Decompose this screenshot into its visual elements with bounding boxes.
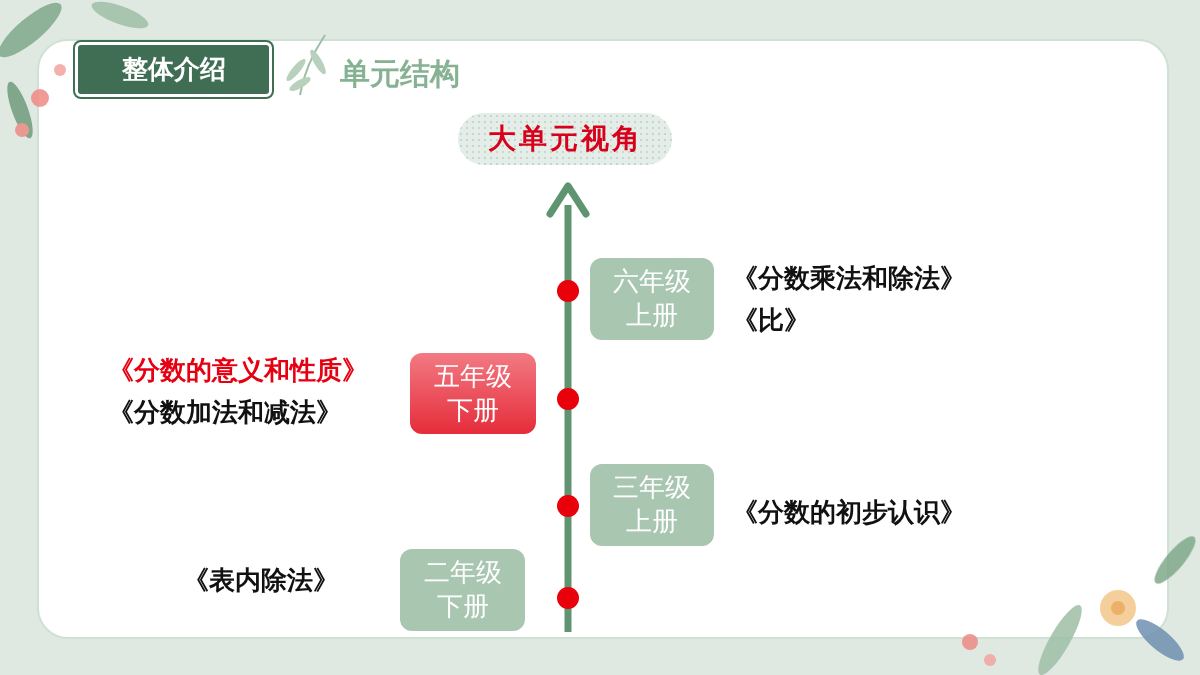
timeline-dot [557, 280, 579, 609]
book-title: 《比》 [732, 303, 810, 338]
node-text: 二年级 下册 [408, 556, 517, 624]
title-leaf-icon [284, 35, 329, 95]
book-title: 《表内除法》 [183, 563, 339, 598]
grade-box: 三年级 上册 [590, 464, 714, 546]
node-text: 五年级 下册 [418, 360, 528, 428]
timeline-arrow [550, 186, 586, 632]
grade-box-highlight: 五年级 下册 [410, 353, 536, 434]
goal-pill: 大单元视角 [458, 113, 672, 165]
book-title: 《分数加法和减法》 [108, 395, 342, 430]
content-panel [38, 40, 1168, 638]
node-text: 三年级 上册 [598, 471, 706, 539]
node-text: 大单元视角 [488, 121, 643, 157]
slide-title: 单元结构 [340, 54, 460, 95]
book-title: 《分数的初步认识》 [732, 495, 966, 530]
node-text: 整体介绍 [122, 53, 226, 87]
grade-box: 二年级 下册 [400, 549, 525, 631]
book-title: 《分数乘法和除法》 [732, 261, 966, 296]
grade-box: 六年级 上册 [590, 258, 714, 340]
node-text: 六年级 上册 [598, 265, 706, 333]
section-tab: 整体介绍 [75, 42, 272, 97]
book-title: 《分数的意义和性质》 [108, 353, 368, 388]
